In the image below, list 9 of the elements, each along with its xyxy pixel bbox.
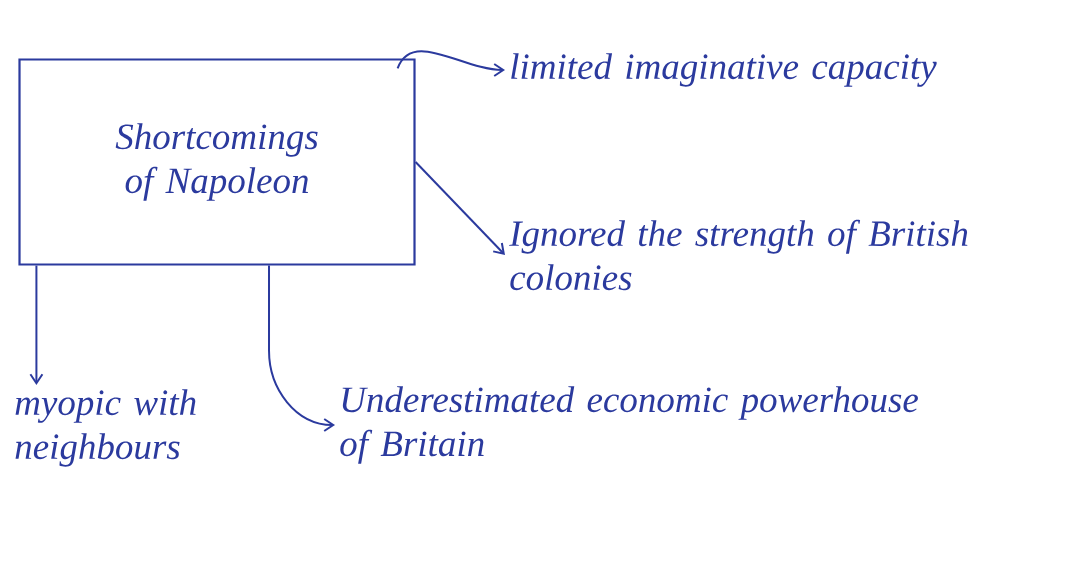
- note-text: Ignored the strength of British colonies: [509, 219, 968, 291]
- note-text: Underestimated economic powerhouse of Britain: [340, 386, 918, 464]
- arrow: [268, 264, 335, 432]
- title-box: Shortcomings of Napoleon: [18, 58, 416, 266]
- arrow: [414, 161, 505, 255]
- arrow: [396, 50, 505, 77]
- arrow: [29, 264, 44, 385]
- note-text: limited imaginative capacity: [511, 53, 937, 87]
- note-text: myopic with neighbours: [15, 389, 196, 467]
